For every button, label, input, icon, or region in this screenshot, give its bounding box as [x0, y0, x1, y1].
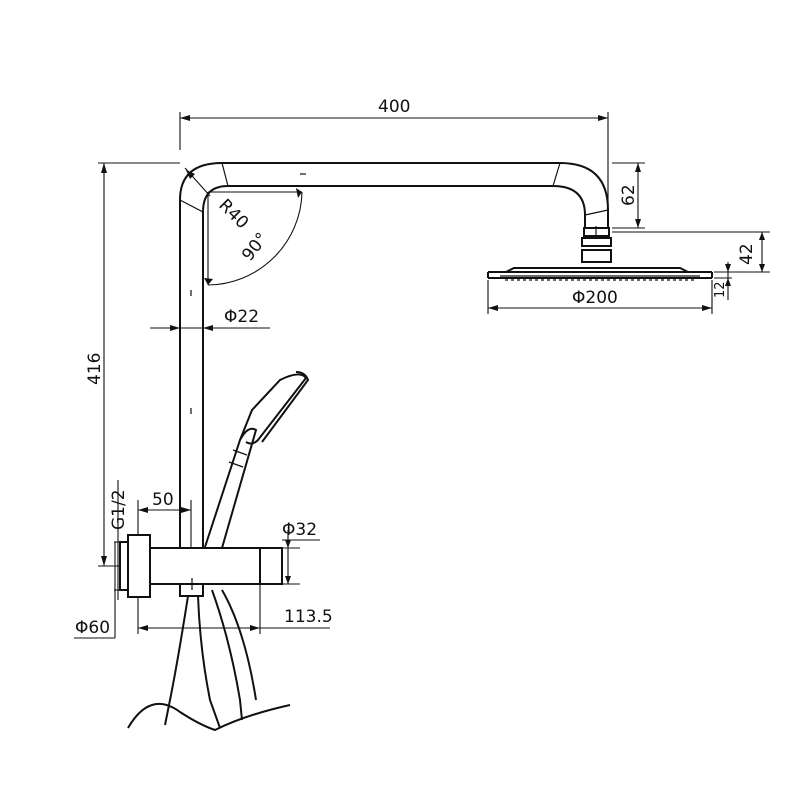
dim-width-total: 400 [179, 97, 609, 225]
dim-offset: 50 [137, 490, 192, 548]
riser-pipe [179, 162, 609, 548]
dim-pipe-diameter: Φ22 [150, 307, 270, 331]
dim-body-length: 113.5 [137, 584, 333, 634]
bend-angle-label: 90° [238, 229, 272, 265]
shower-hose [127, 589, 291, 732]
dim-head-height: 42 [612, 231, 770, 273]
dim-head-diameter: Φ200 [487, 280, 713, 314]
arm-drop-label: 62 [619, 184, 639, 206]
flange-diameter-label: Φ60 [75, 618, 110, 638]
dim-head-thickness: 12 [713, 262, 732, 300]
body-length-label: 113.5 [284, 607, 333, 627]
bend-radius-label: R40 [214, 195, 252, 233]
dim-flange-diameter: Φ60 [74, 542, 116, 639]
mixer-body [119, 534, 283, 598]
dim-body-diameter: Φ32 [282, 520, 320, 585]
head-thickness-label: 12 [713, 281, 728, 298]
head-height-label: 42 [737, 243, 757, 265]
head-diameter-label: Φ200 [572, 288, 618, 308]
width-total-label: 400 [378, 97, 410, 117]
pipe-diameter-label: Φ22 [224, 307, 259, 327]
hand-shower [204, 371, 310, 549]
overhead-shower-head [487, 226, 713, 281]
dim-arm-drop: 62 [612, 162, 645, 229]
dim-height-total: 416 [85, 162, 180, 567]
height-total-label: 416 [85, 353, 105, 385]
body-diameter-label: Φ32 [282, 520, 317, 540]
offset-label: 50 [152, 490, 174, 510]
thread-label: G1/2 [109, 489, 129, 530]
dim-thread: G1/2 [109, 480, 129, 600]
